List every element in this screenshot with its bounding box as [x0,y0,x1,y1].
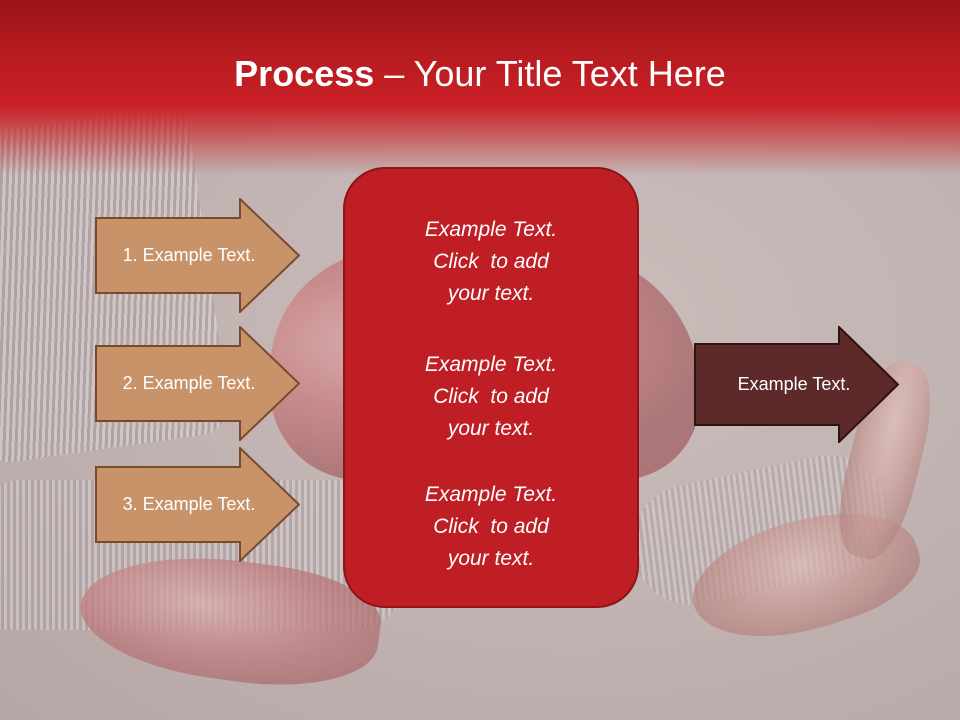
result-label: Example Text. [737,374,851,394]
step-arrow-3[interactable]: 3. Example Text. [95,447,300,562]
step-label-3: 3. Example Text. [122,494,256,514]
step-arrow-2[interactable]: 2. Example Text. [95,326,300,441]
header-band: Process – Your Title Text Here [0,0,960,175]
step-label-2: 2. Example Text. [122,373,256,393]
center-text-box[interactable]: Example Text. Click to add your text. Ex… [343,167,639,608]
step-arrow-1[interactable]: 1. Example Text. [95,198,300,313]
title-bold: Process [234,53,375,94]
title-rest: – Your Title Text Here [374,53,726,94]
center-paragraph-2: Example Text. Click to add your text. [424,353,558,440]
slide-title[interactable]: Process – Your Title Text Here [0,52,960,96]
result-arrow[interactable]: Example Text. [694,326,899,443]
center-paragraph-1: Example Text. Click to add your text. [424,218,558,305]
center-paragraph-3: Example Text. Click to add your text. [424,483,558,570]
step-label-1: 1. Example Text. [122,245,256,265]
